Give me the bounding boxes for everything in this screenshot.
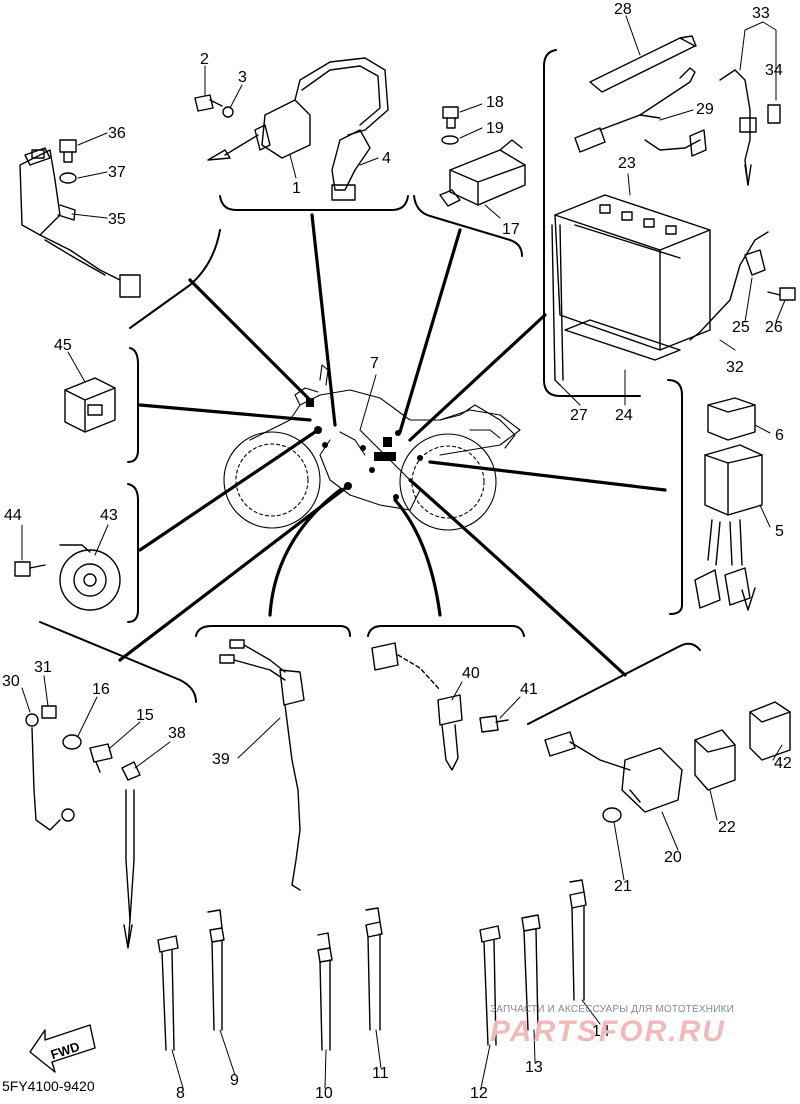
battery-pad [564, 319, 681, 361]
washer-3 [222, 106, 234, 118]
part-label-27[interactable]: 27 [570, 407, 588, 424]
part-label-38[interactable]: 38 [168, 725, 186, 742]
relay-cover-42 [749, 701, 791, 761]
group-leaders [118, 213, 667, 677]
relay-cover-22 [694, 729, 736, 791]
part-label-7[interactable]: 7 [370, 355, 379, 372]
nut-21 [602, 807, 622, 823]
part-label-5[interactable]: 5 [775, 523, 784, 540]
motorcycle-outline [223, 364, 521, 531]
part-label-40[interactable]: 40 [462, 665, 480, 682]
part-label-28[interactable]: 28 [614, 1, 632, 18]
bolt-31 [41, 705, 57, 719]
diagram-code: 5FY4100-9420 [2, 1078, 95, 1094]
fwd-arrow-icon [29, 1024, 96, 1073]
part-label-26[interactable]: 26 [765, 319, 783, 336]
group-brackets [39, 49, 701, 725]
part-label-15[interactable]: 15 [136, 707, 154, 724]
watermark-tagline: ЗАПЧАСТИ И АКСЕССУАРЫ ДЛЯ МОТОТЕХНИКИ [490, 1004, 735, 1015]
neutral-switch-lead-38 [121, 761, 141, 949]
bolt-18 [442, 106, 459, 129]
part-label-36[interactable]: 36 [108, 125, 126, 142]
part-label-18[interactable]: 18 [486, 94, 504, 111]
spare-fuse-34 [767, 104, 781, 124]
bolt-26 [767, 287, 796, 301]
part-label-17[interactable]: 17 [502, 221, 520, 238]
breather-pipe-27 [551, 224, 564, 386]
part-label-23[interactable]: 23 [618, 155, 636, 172]
battery-band [589, 35, 697, 93]
spark-plug-cap [331, 129, 371, 201]
bolt-44 [14, 561, 46, 577]
part-label-4[interactable]: 4 [382, 150, 391, 167]
screw-41 [479, 715, 509, 733]
part-label-21[interactable]: 21 [614, 878, 632, 895]
part-label-8[interactable]: 8 [176, 1085, 185, 1102]
callout-leaders [21, 15, 786, 1089]
relay-45 [64, 377, 116, 433]
part-label-45[interactable]: 45 [54, 337, 72, 354]
part-label-44[interactable]: 44 [4, 507, 22, 524]
part-label-33[interactable]: 33 [752, 5, 770, 22]
part-label-24[interactable]: 24 [615, 407, 633, 424]
battery [554, 194, 711, 351]
starter-relay-20 [544, 731, 683, 813]
cable-ties [157, 879, 587, 1051]
part-label-42[interactable]: 42 [774, 755, 792, 772]
rectifier-regulator [439, 139, 526, 207]
part-label-43[interactable]: 43 [100, 507, 118, 524]
part-label-14[interactable]: 14 [592, 1023, 610, 1040]
part-label-19[interactable]: 19 [486, 120, 504, 137]
part-label-25[interactable]: 25 [732, 319, 750, 336]
part-label-35[interactable]: 35 [108, 211, 126, 228]
part-label-29[interactable]: 29 [696, 101, 714, 118]
screw-15 [89, 743, 113, 773]
part-label-22[interactable]: 22 [718, 819, 736, 836]
cover-6 [707, 397, 756, 441]
watermark-logo: PARTSFOR.RU [490, 1015, 726, 1048]
part-label-6[interactable]: 6 [775, 427, 784, 444]
part-label-39[interactable]: 39 [212, 751, 230, 768]
part-label-37[interactable]: 37 [108, 164, 126, 181]
connector-40 [371, 642, 463, 771]
washer-19 [441, 135, 459, 145]
battery-lead [574, 67, 707, 157]
part-label-12[interactable]: 12 [470, 1085, 488, 1102]
part-label-16[interactable]: 16 [92, 681, 110, 698]
bolt-36 [59, 139, 77, 163]
watermark: ЗАПЧАСТИ И АКСЕССУАРЫ ДЛЯ МОТОТЕХНИКИ PA… [490, 1004, 800, 1049]
battery-lead-32 [689, 231, 769, 341]
part-label-41[interactable]: 41 [520, 681, 538, 698]
ignition-coil [207, 57, 389, 161]
part-label-31[interactable]: 31 [34, 659, 52, 676]
part-label-3[interactable]: 3 [238, 69, 247, 86]
horn-43 [59, 544, 121, 611]
part-label-13[interactable]: 13 [525, 1059, 543, 1076]
washer-16 [62, 734, 82, 750]
part-label-10[interactable]: 10 [315, 1085, 333, 1102]
part-label-1[interactable]: 1 [292, 180, 301, 197]
part-label-11[interactable]: 11 [372, 1065, 389, 1082]
fwd-label: FWD [49, 1039, 82, 1062]
part-label-30[interactable]: 30 [2, 673, 20, 690]
part-label-32[interactable]: 32 [726, 359, 744, 376]
washer-37 [59, 172, 77, 184]
cdi-unit-5 [694, 444, 763, 611]
ground-lead-30 [25, 713, 75, 831]
bolt-2 [194, 94, 223, 112]
part-label-20[interactable]: 20 [664, 849, 682, 866]
part-label-34[interactable]: 34 [765, 62, 783, 79]
part-label-9[interactable]: 9 [230, 1072, 239, 1089]
part-label-2[interactable]: 2 [200, 51, 209, 68]
sensor-39 [219, 639, 305, 891]
ignition-switch [19, 147, 141, 298]
fuse-holder [719, 69, 757, 186]
